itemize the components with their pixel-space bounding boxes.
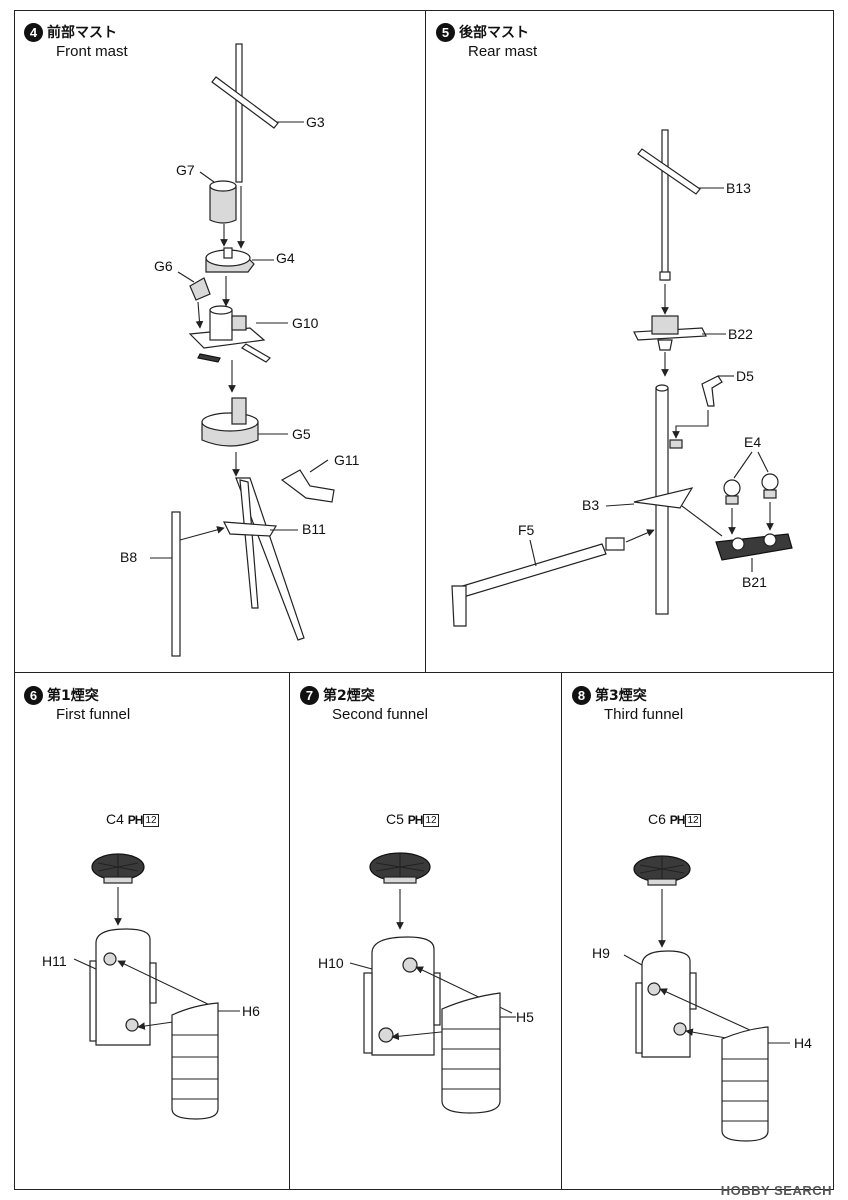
part-c6-funnel-cap	[633, 855, 691, 886]
part-b13-mast	[637, 129, 701, 281]
rear-mast-diagram	[451, 129, 793, 627]
paint-icon: PH	[127, 813, 144, 827]
part-h6-outer-funnel	[171, 1002, 219, 1120]
label-b22: B22	[728, 326, 753, 342]
part-h5-outer-funnel	[441, 992, 501, 1114]
label-g10: G10	[292, 315, 319, 331]
label-g11: G11	[334, 452, 360, 468]
label-b21: B21	[742, 574, 767, 590]
part-g3-mast	[211, 43, 279, 183]
part-d5	[701, 375, 723, 407]
part-c5-funnel-cap	[369, 852, 431, 884]
part-g10	[188, 305, 271, 363]
label-b11: B11	[302, 521, 326, 537]
part-g5	[201, 397, 259, 447]
label-g5: G5	[292, 426, 311, 442]
section-title-jp: 第3煙突	[595, 688, 647, 704]
label-g3: G3	[306, 114, 325, 130]
section-title-jp: 前部マスト	[47, 25, 117, 41]
paint-number: 12	[423, 814, 439, 827]
part-b21	[715, 533, 793, 561]
label-h5: H5	[516, 1009, 534, 1025]
front-mast-diagram	[150, 43, 335, 657]
section-title-jp: 後部マスト	[459, 25, 529, 41]
part-f5-boom	[451, 537, 625, 627]
step-number-badge: 7	[300, 685, 319, 705]
paint-number: 12	[685, 814, 701, 827]
step-number-badge: 8	[572, 685, 591, 705]
label-h10: H10	[318, 955, 344, 971]
part-b3	[633, 487, 694, 509]
step-number-badge: 6	[24, 685, 43, 705]
instruction-frame	[14, 10, 834, 1190]
paint-number: 12	[143, 814, 159, 827]
section-title-jp: 第1煙突	[47, 688, 99, 704]
part-h9-inner-funnel	[635, 950, 697, 1058]
part-g6	[189, 277, 211, 301]
label-d5: D5	[736, 368, 754, 384]
label-c4-text: C4	[106, 811, 124, 827]
section-title-jp: 第2煙突	[323, 688, 375, 704]
label-f5: F5	[518, 522, 535, 538]
step-number-badge: 5	[436, 22, 455, 42]
label-h6: H6	[242, 1003, 260, 1019]
section-title-en: Rear mast	[468, 43, 538, 60]
label-c5-text: C5	[386, 811, 404, 827]
part-g4	[205, 247, 255, 273]
label-h4: H4	[794, 1035, 812, 1051]
part-h4-outer-funnel	[721, 1026, 769, 1142]
label-g4: G4	[276, 250, 295, 266]
part-g7	[209, 180, 237, 224]
label-h11: H11	[42, 953, 67, 969]
part-b11-tripod	[222, 477, 305, 641]
section-title-en: First funnel	[56, 706, 131, 723]
label-b13: B13	[726, 180, 751, 196]
paint-icon: PH	[407, 813, 424, 827]
part-e4	[723, 473, 779, 505]
label-g7: G7	[176, 162, 195, 178]
paint-icon: PH	[669, 813, 686, 827]
second-funnel-diagram	[349, 852, 516, 1114]
section-title-en: Second funnel	[332, 706, 428, 723]
label-h9: H9	[592, 945, 610, 961]
part-h11-inner-funnel	[89, 928, 157, 1046]
third-funnel-diagram	[623, 855, 790, 1142]
part-c4-funnel-cap	[91, 853, 145, 884]
first-funnel-diagram	[73, 853, 240, 1120]
section-title-en: Front mast	[56, 43, 128, 60]
label-g6: G6	[154, 258, 173, 274]
part-b8	[171, 511, 181, 657]
label-b3: B3	[582, 497, 600, 513]
watermark: HOBBY SEARCH	[720, 1183, 832, 1198]
section-title-en: Third funnel	[604, 706, 684, 723]
label-c6-text: C6	[648, 811, 666, 827]
step-number-badge: 4	[24, 22, 43, 42]
part-g11	[280, 469, 335, 503]
part-b22	[633, 315, 707, 351]
label-e4: E4	[744, 434, 762, 450]
label-b8: B8	[120, 549, 138, 565]
part-h10-inner-funnel	[363, 936, 441, 1056]
